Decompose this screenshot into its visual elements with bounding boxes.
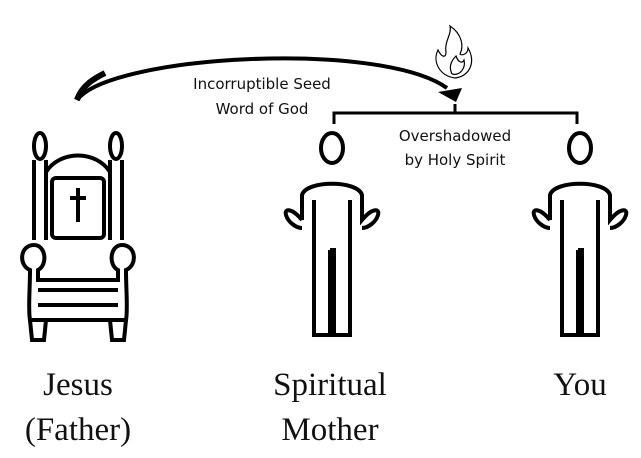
person-icon-you [531, 131, 629, 337]
arrow-label-line2: Word of God [216, 100, 309, 118]
jesus-label-line2: (Father) [25, 412, 131, 448]
arrow-label-line1: Incorruptible Seed [193, 75, 331, 93]
flame-icon [435, 24, 473, 79]
bracket-label-line1: Overshadowed [399, 127, 511, 145]
mother-label-line1: Spiritual [273, 367, 387, 403]
bracket-label-line2: by Holy Spirit [405, 151, 506, 169]
throne-icon [20, 131, 136, 342]
jesus-label-line1: Jesus [43, 367, 113, 403]
seed-arrow [74, 56, 462, 102]
person-icon-mother [283, 131, 381, 337]
mother-label-line2: Mother [281, 412, 378, 448]
bracket [332, 104, 579, 124]
you-label: You [553, 367, 607, 403]
